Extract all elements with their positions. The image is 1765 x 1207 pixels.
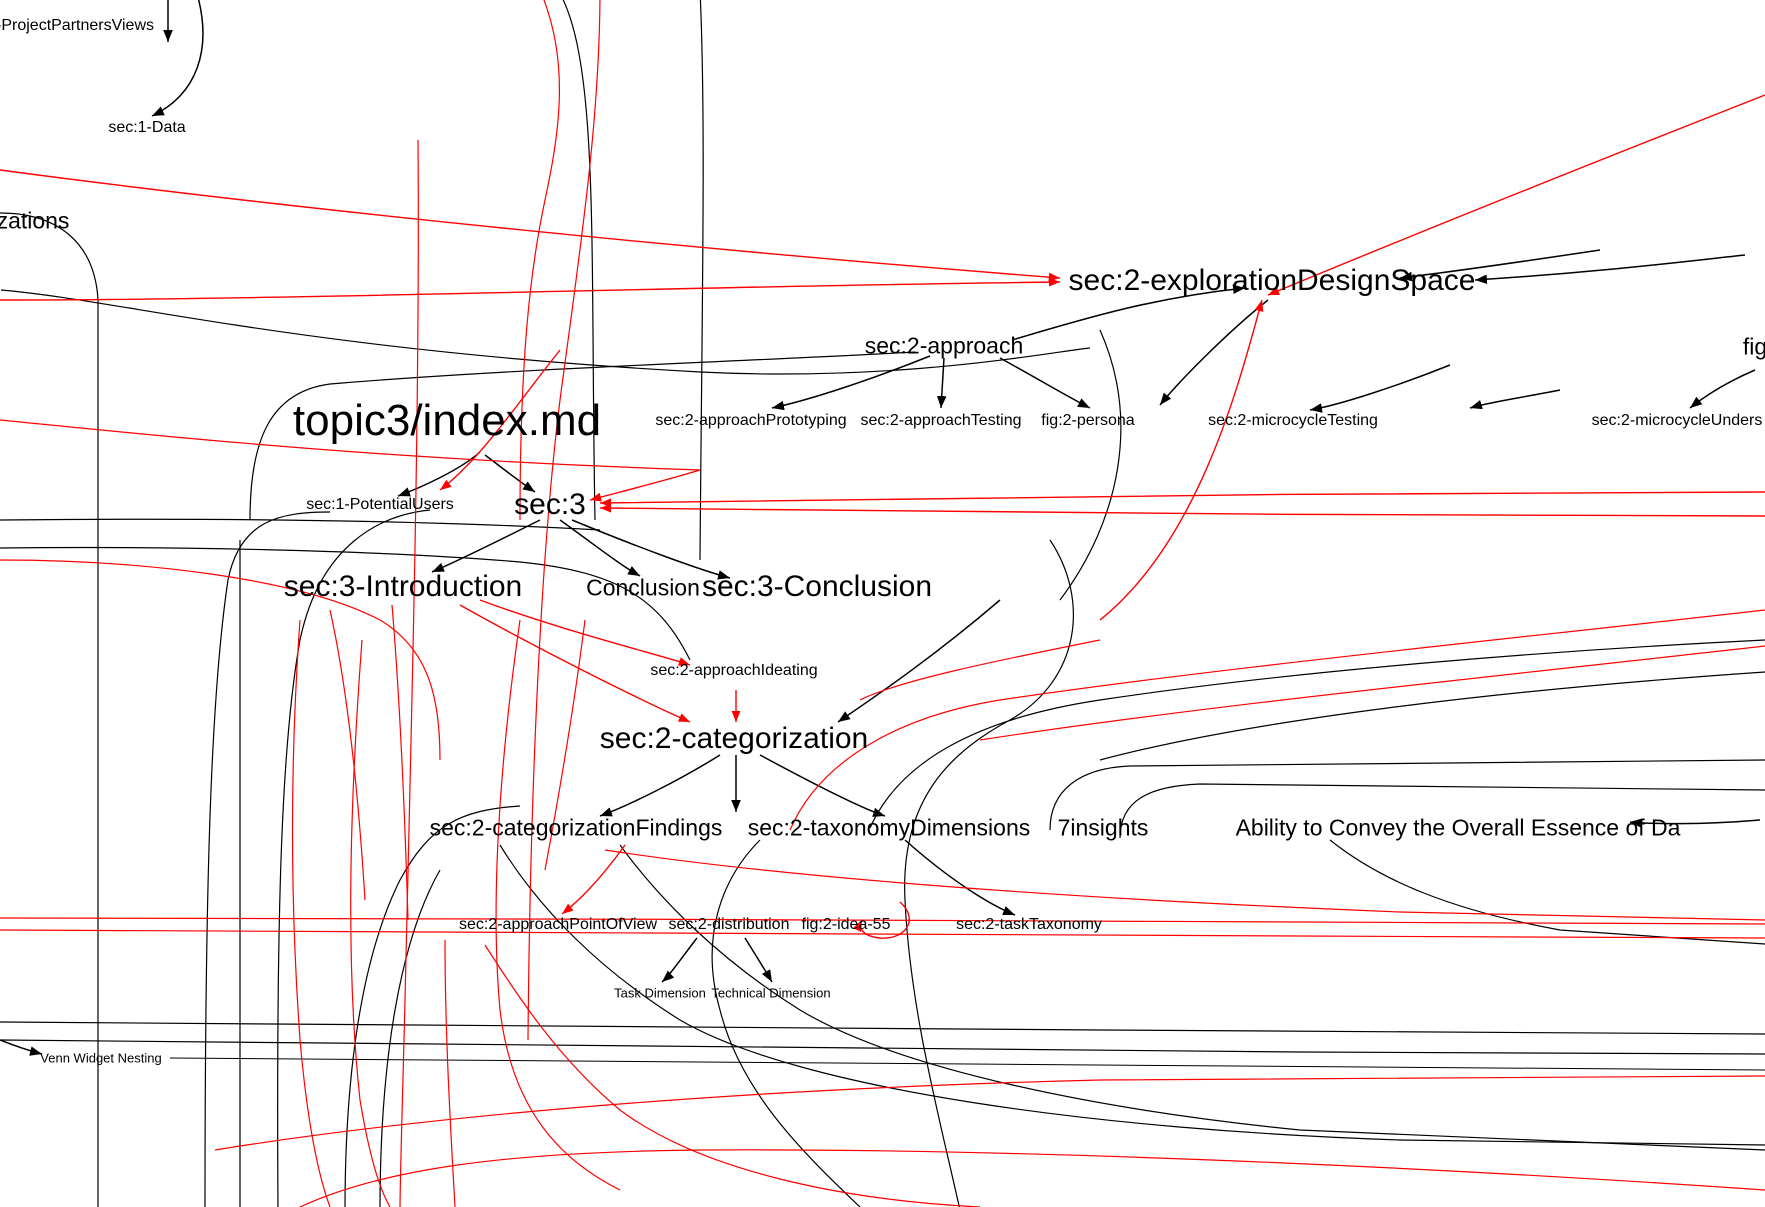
graph-node-sec3[interactable]: sec:3 (514, 488, 586, 521)
graph-node-approachTesting[interactable]: sec:2-approachTesting (860, 412, 1022, 429)
graph-node-sec2-distribution[interactable]: sec:2-distribution (668, 916, 790, 933)
graph-node-approachPointOfView[interactable]: sec:2-approachPointOfView (458, 916, 658, 933)
graph-node-topic3-index-md[interactable]: topic3/index.md (292, 396, 602, 445)
graph-node-projectPartnersViews[interactable]: -ProjectPartnersViews (0, 17, 154, 34)
graph-node-microcycleTesting[interactable]: sec:2-microcycleTesting (1208, 412, 1378, 429)
graph-node-fig-right[interactable]: fig (1742, 333, 1765, 360)
graph-node-fig2-persona[interactable]: fig:2-persona (1041, 412, 1135, 429)
graph-node-fig2-idea-55[interactable]: fig:2-idea-55 (801, 916, 891, 933)
graph-node-technical-dimension[interactable]: Technical Dimension (711, 985, 831, 1001)
graph-node-task-dimension[interactable]: Task Dimension (614, 985, 706, 1001)
graph-node-sec3-introduction[interactable]: sec:3-Introduction (283, 570, 523, 603)
graph-node-taxonomyDimensions[interactable]: sec:2-taxonomyDimensions (747, 814, 1031, 841)
graph-node-zations[interactable]: zations (0, 207, 70, 234)
graph-node-ability-to-convey[interactable]: Ability to Convey the Overall Essence of… (1235, 814, 1681, 841)
graph-node-approachIdeating[interactable]: sec:2-approachIdeating (650, 662, 818, 679)
graph-node-taskTaxonomy[interactable]: sec:2-taskTaxonomy (956, 916, 1102, 933)
graph-node-venn-widget-nesting[interactable]: Venn Widget Nesting (40, 1050, 162, 1066)
graph-node-sec1Data[interactable]: sec:1-Data (108, 119, 186, 136)
forward-edges (0, 0, 1761, 1056)
graph-node-explorationDesignSpace[interactable]: sec:2-explorationDesignSpace (1068, 264, 1476, 297)
graph-node-sec2-categorization[interactable]: sec:2-categorization (599, 722, 869, 755)
graph-node-sec2approach[interactable]: sec:2-approach (864, 332, 1024, 359)
backlink-edges (0, 94, 1765, 939)
graph-node-potentialUsers[interactable]: sec:1-PotentialUsers (306, 496, 454, 513)
graph-node-microcycleUnderstanding[interactable]: sec:2-microcycleUnders (1591, 412, 1763, 429)
graph-node-sec3-conclusion[interactable]: sec:3-Conclusion (701, 570, 933, 603)
graph-node-approachPrototyping[interactable]: sec:2-approachPrototyping (655, 412, 847, 429)
graph-node-7insights[interactable]: 7insights (1057, 814, 1149, 841)
graph-node-conclusion[interactable]: Conclusion (586, 574, 700, 601)
graph-node-categorizationFindings[interactable]: sec:2-categorizationFindings (429, 814, 723, 841)
